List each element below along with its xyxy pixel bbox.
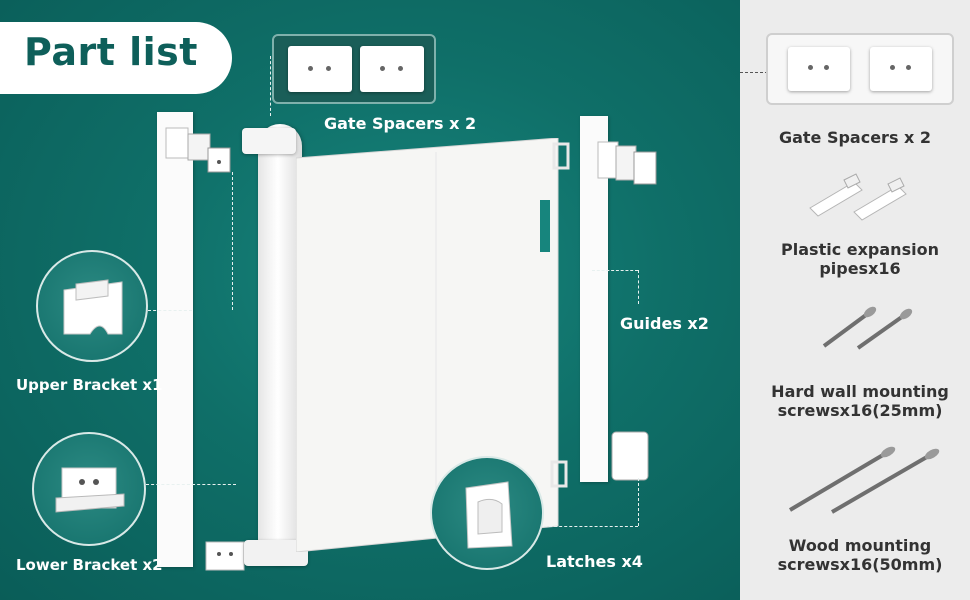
gate-top-cap (242, 128, 296, 154)
connector-line (544, 526, 638, 527)
upper-bracket-icon (63, 279, 123, 335)
lower-bracket-label: Lower Bracket x2 (16, 556, 163, 574)
guide-top-hardware (552, 141, 657, 185)
wood-screws-label: Wood mounting screwsx16(50mm) (777, 536, 943, 574)
lower-bracket-part (205, 541, 245, 571)
upper-bracket-circle (36, 250, 148, 362)
left-guide-strip (157, 112, 193, 567)
guide-bottom-hardware (550, 431, 649, 488)
spacer-plate-left (788, 47, 850, 91)
connector-line (592, 270, 638, 271)
title-banner (0, 22, 232, 94)
lower-bracket-circle (32, 432, 146, 546)
wood-screws-icon (788, 446, 940, 514)
hard-wall-screws-icon (822, 306, 913, 350)
lower-bracket-icon (55, 467, 125, 513)
spacer-plate-left (288, 46, 352, 92)
gate-spacers-label: Gate Spacers x 2 (324, 114, 477, 133)
product-illustration-area: Part list Gate Spacers x 2 Upper Bracket… (0, 0, 740, 600)
guides-label: Guides x2 (620, 314, 709, 333)
connector-line (148, 310, 192, 311)
connector-line (146, 484, 236, 485)
latches-label: Latches x4 (546, 552, 643, 571)
connector-line (740, 72, 768, 73)
expansion-pipes-label: Plastic expansion pipesx16 (781, 240, 939, 278)
side-gate-spacers-label: Gate Spacers x 2 (778, 128, 932, 147)
connector-line (232, 172, 233, 310)
connector-line (638, 270, 639, 304)
spacer-plate-right (360, 46, 424, 92)
expansion-pipes-icon (809, 173, 907, 221)
latches-circle (430, 456, 544, 570)
gate-spacers-image (272, 34, 436, 104)
side-gate-spacers-image (766, 33, 954, 105)
connector-line (638, 478, 639, 526)
gate-roller (258, 124, 302, 564)
page-title: Part list (24, 30, 198, 74)
upper-bracket-label: Upper Bracket x1 (16, 376, 163, 394)
latch-icon (465, 481, 513, 549)
upper-bracket-parts (165, 127, 231, 173)
spacer-plate-right (870, 47, 932, 91)
hard-wall-screws-label: Hard wall mounting screwsx16(25mm) (771, 382, 949, 420)
connector-line (270, 56, 271, 116)
